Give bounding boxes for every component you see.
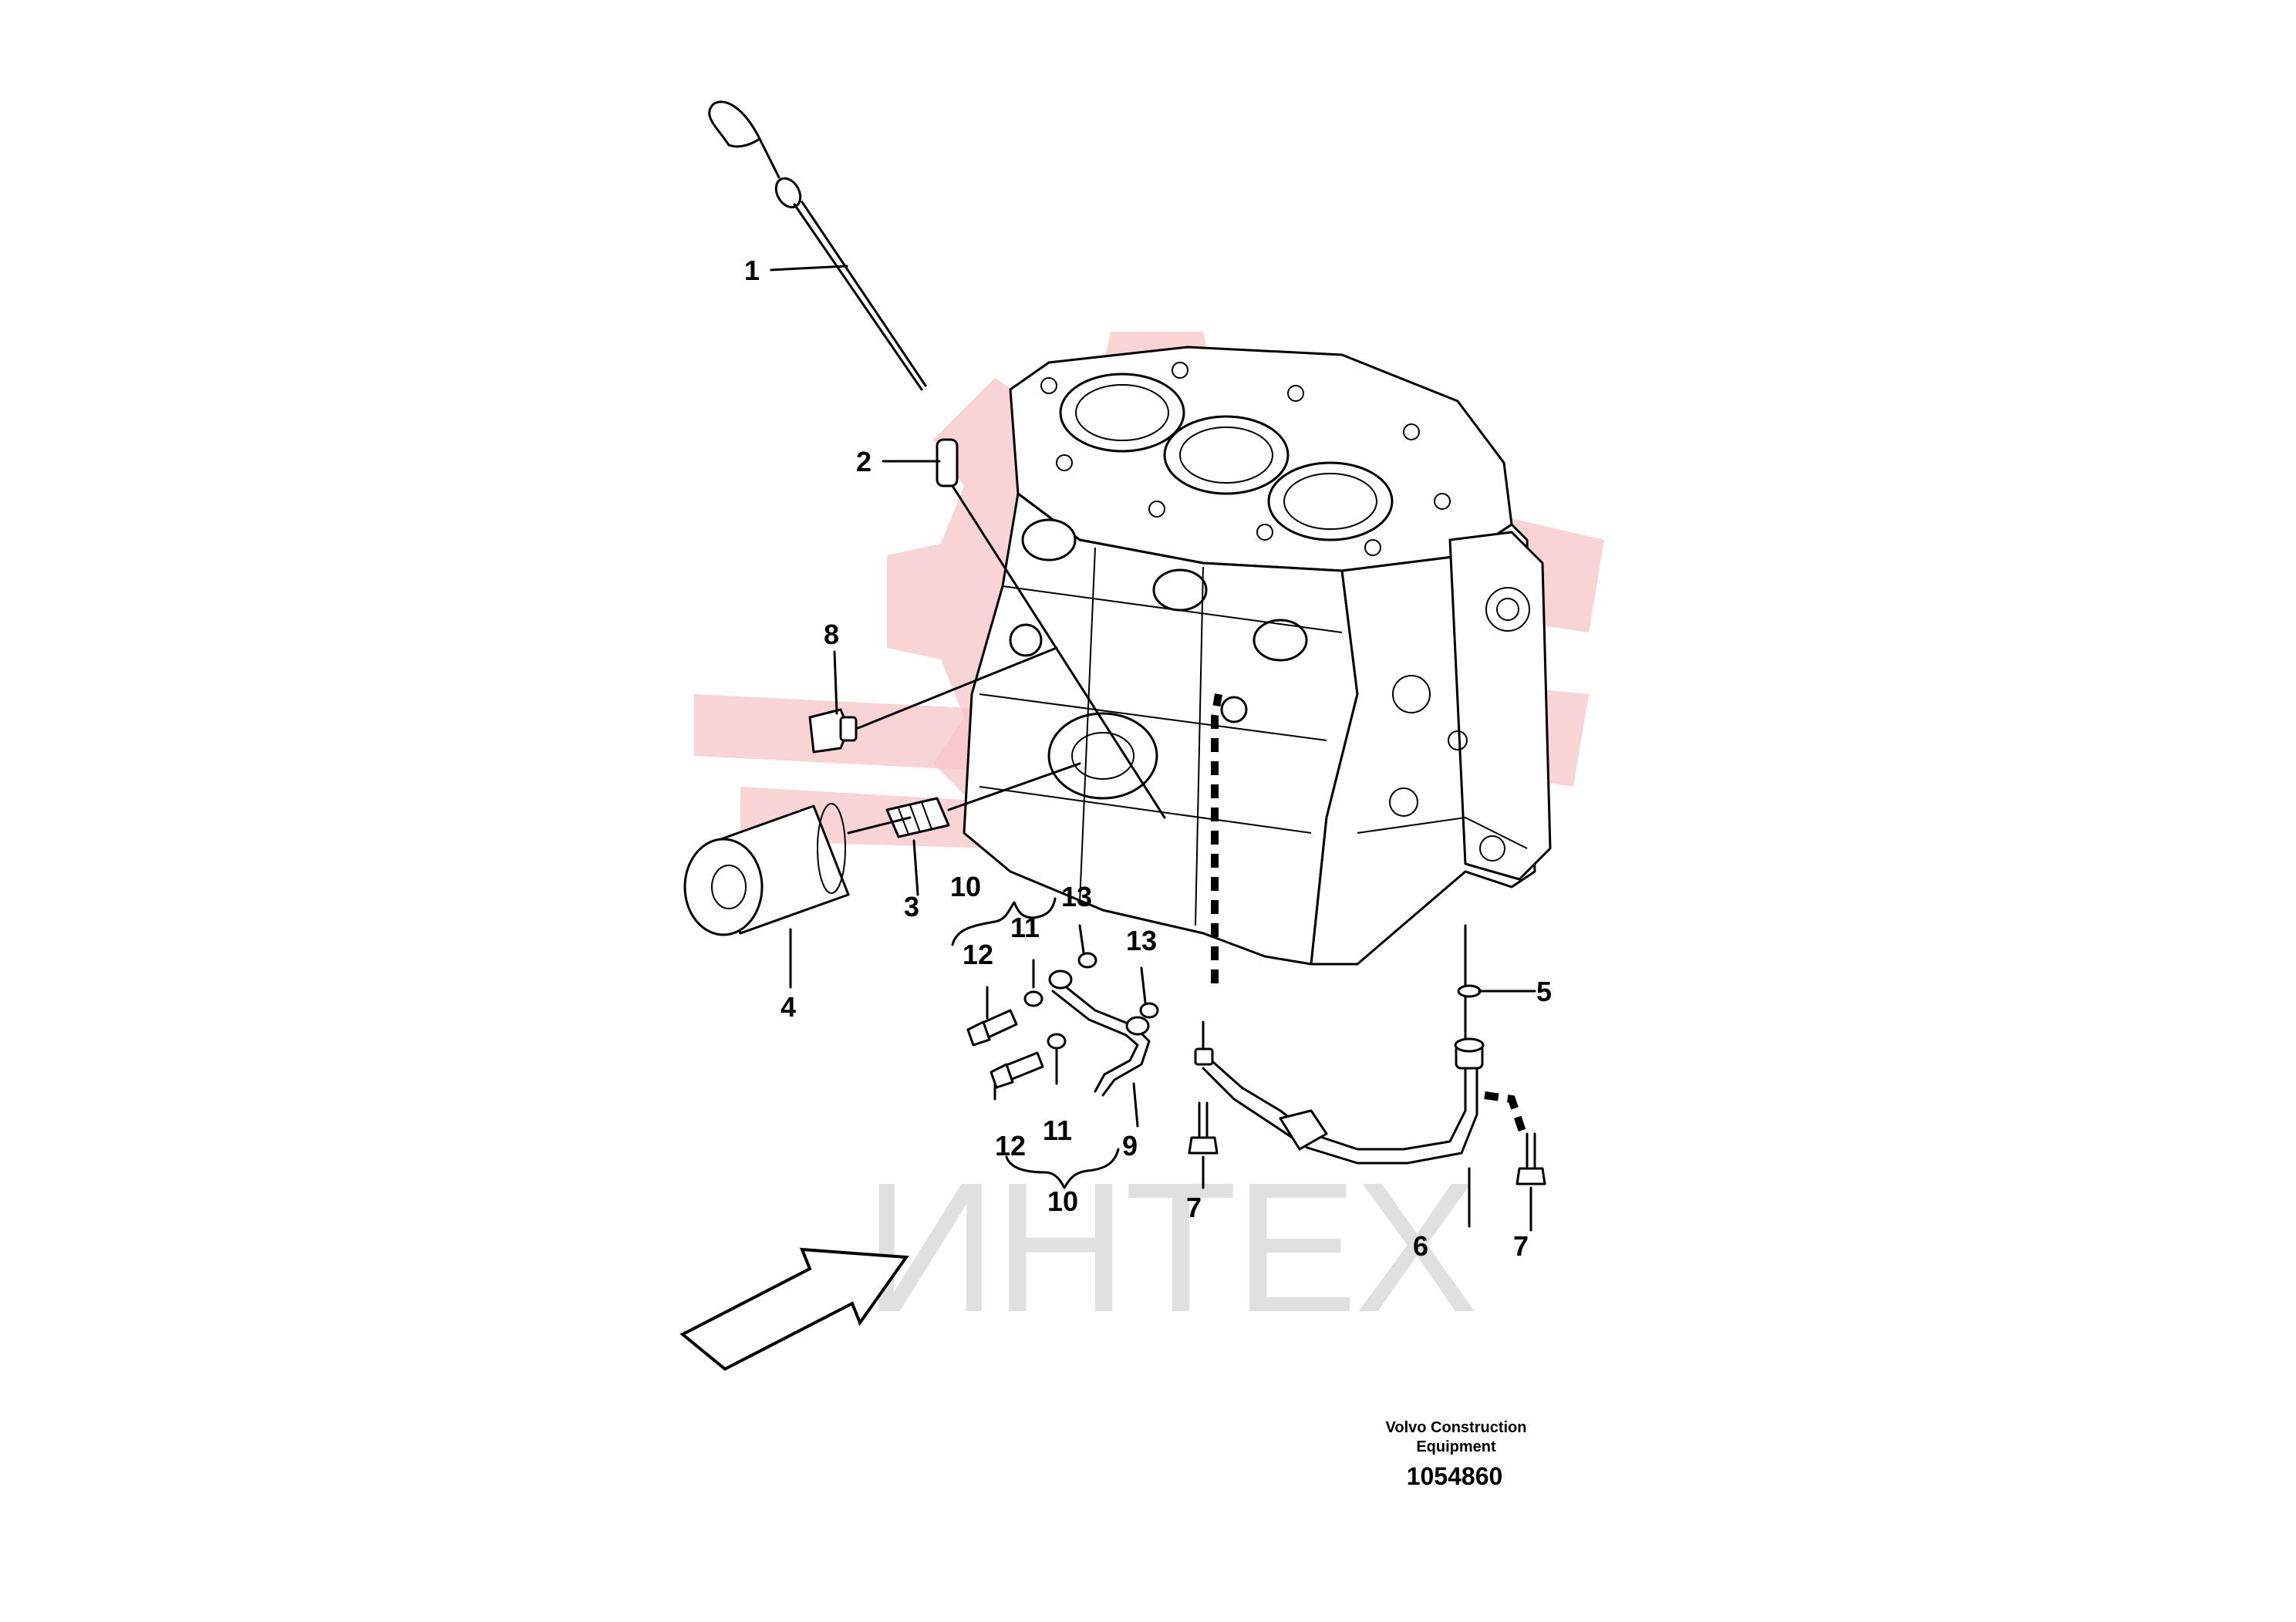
callout-10-upper: 10 — [950, 871, 981, 902]
brace-10-lower — [1005, 1148, 1120, 1189]
callout-3: 3 — [904, 891, 919, 922]
callout-7-right: 7 — [1513, 1230, 1529, 1262]
part-7-bolt-left — [1188, 1101, 1219, 1155]
callout-7-left: 7 — [1186, 1192, 1202, 1223]
callout-12-upper: 12 — [963, 939, 993, 970]
callout-5: 5 — [1536, 976, 1552, 1007]
footer-brand-line1: Volvo Construction — [1386, 1419, 1527, 1436]
callout-11-lower: 11 — [1043, 1114, 1072, 1146]
callout-13-upper: 13 — [1061, 881, 1092, 912]
callout-2: 2 — [856, 446, 872, 477]
callout-1: 1 — [744, 255, 760, 286]
callout-8: 8 — [824, 619, 839, 650]
callout-10-lower: 10 — [1047, 1185, 1078, 1217]
part-4-oil-filter — [683, 803, 912, 936]
part-7-bolt-right — [1515, 1132, 1546, 1185]
engine-block — [963, 346, 1552, 966]
part-8-pressure-switch — [808, 646, 1058, 754]
leader-lines — [770, 265, 1536, 1232]
callout-9: 9 — [1122, 1130, 1138, 1162]
drawing-number: 1054860 — [1407, 1462, 1503, 1490]
callout-12-lower: 12 — [995, 1130, 1026, 1162]
part-3-nipple — [885, 762, 1081, 838]
part-6-suction-pipe — [1194, 924, 1527, 1165]
callout-4: 4 — [781, 991, 796, 1023]
view-direction-arrow — [679, 1247, 909, 1371]
watermark-text: ИНТЕХ — [864, 1144, 1475, 1351]
part-2-guide-tube — [936, 438, 1166, 819]
part-5-o-ring — [1457, 984, 1482, 998]
part-9-oil-pipe — [966, 693, 1222, 1097]
callout-6: 6 — [1413, 1230, 1428, 1262]
callout-13-lower: 13 — [1126, 925, 1157, 956]
callout-11-upper: 11 — [1010, 912, 1040, 943]
part-1-dipstick — [708, 100, 927, 391]
brace-10-upper — [951, 897, 1057, 946]
footer-brand-line2: Equipment — [1416, 1438, 1496, 1455]
